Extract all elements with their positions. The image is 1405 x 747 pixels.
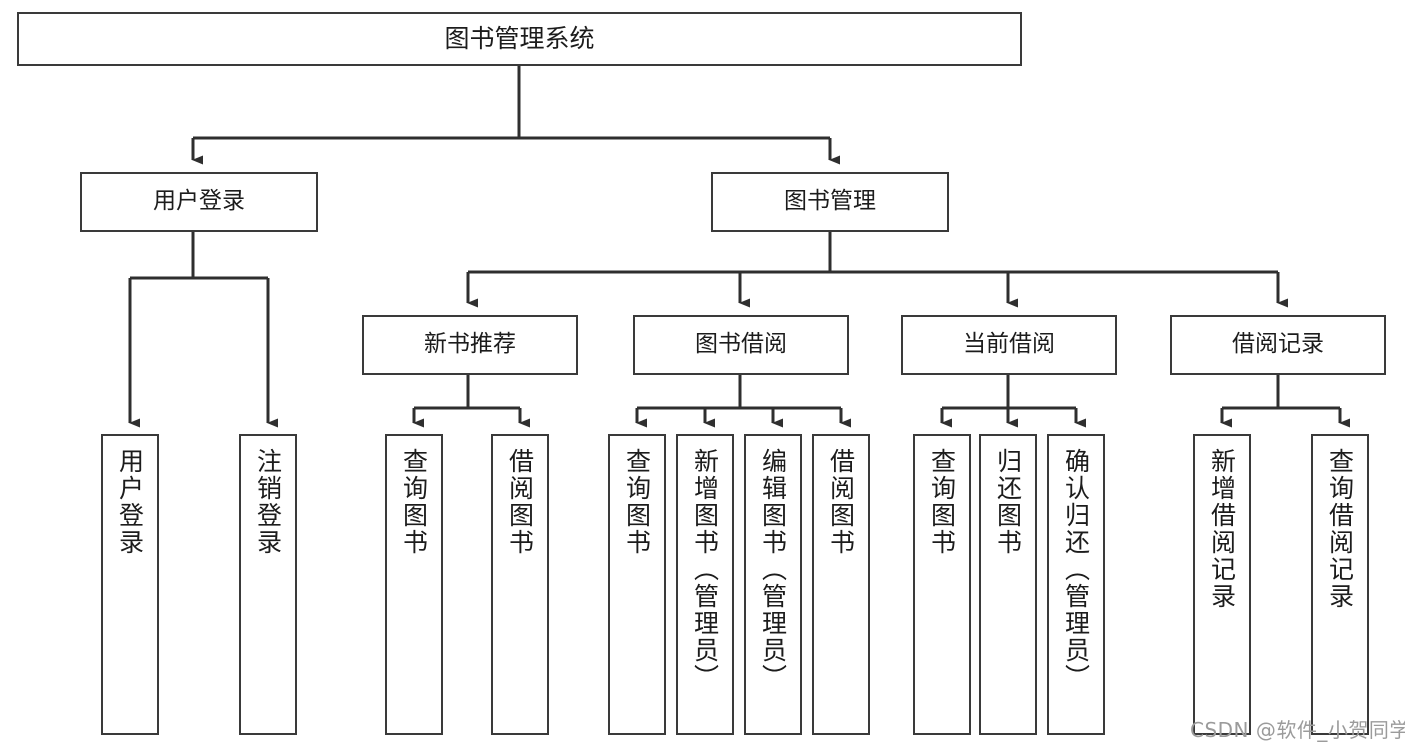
- csdn-watermark: CSDN @软件_小贺同学: [1190, 718, 1405, 742]
- node-borrow-record[interactable]: 借阅记录: [1170, 315, 1386, 375]
- node-current-borrow-label: 当前借阅: [963, 331, 1055, 358]
- node-book-manage[interactable]: 图书管理: [711, 172, 949, 232]
- node-user-login[interactable]: 用户登录: [80, 172, 318, 232]
- node-book-manage-label: 图书管理: [784, 188, 876, 215]
- node-new-book-recommend-label: 新书推荐: [424, 331, 516, 358]
- node-book-borrow[interactable]: 图书借阅: [633, 315, 849, 375]
- node-root[interactable]: 图书管理系统: [17, 12, 1022, 66]
- leaf-add-book[interactable]: 新增图书（管理员）: [676, 434, 734, 735]
- leaf-edit-book-label: 编辑图书（管理员）: [758, 448, 788, 691]
- leaf-user-login[interactable]: 用户登录: [101, 434, 159, 735]
- leaf-query-book-3[interactable]: 查询图书: [913, 434, 971, 735]
- leaf-edit-book[interactable]: 编辑图书（管理员）: [744, 434, 802, 735]
- node-new-book-recommend[interactable]: 新书推荐: [362, 315, 578, 375]
- leaf-user-login-label: 用户登录: [115, 448, 145, 556]
- node-root-label: 图书管理系统: [444, 24, 595, 54]
- leaf-query-book-3-label: 查询图书: [927, 448, 957, 556]
- leaf-query-book-1[interactable]: 查询图书: [385, 434, 443, 735]
- leaf-add-book-label: 新增图书（管理员）: [690, 448, 720, 691]
- leaf-query-book-2[interactable]: 查询图书: [608, 434, 666, 735]
- leaf-user-logout[interactable]: 注销登录: [239, 434, 297, 735]
- leaf-borrow-book-2-label: 借阅图书: [826, 448, 856, 556]
- leaf-query-book-2-label: 查询图书: [622, 448, 652, 556]
- leaf-confirm-return[interactable]: 确认归还（管理员）: [1047, 434, 1105, 735]
- leaf-query-record-label: 查询借阅记录: [1325, 448, 1355, 610]
- leaf-borrow-book-2[interactable]: 借阅图书: [812, 434, 870, 735]
- node-book-borrow-label: 图书借阅: [695, 331, 787, 358]
- leaf-user-logout-label: 注销登录: [253, 448, 283, 556]
- leaf-borrow-book-1-label: 借阅图书: [505, 448, 535, 556]
- leaf-add-record-label: 新增借阅记录: [1207, 448, 1237, 610]
- leaf-confirm-return-label: 确认归还（管理员）: [1061, 448, 1091, 691]
- leaf-return-book[interactable]: 归还图书: [979, 434, 1037, 735]
- node-borrow-record-label: 借阅记录: [1232, 331, 1324, 358]
- leaf-add-record[interactable]: 新增借阅记录: [1193, 434, 1251, 735]
- node-user-login-label: 用户登录: [153, 188, 245, 215]
- leaf-query-book-1-label: 查询图书: [399, 448, 429, 556]
- leaf-return-book-label: 归还图书: [993, 448, 1023, 556]
- leaf-query-record[interactable]: 查询借阅记录: [1311, 434, 1369, 735]
- leaf-borrow-book-1[interactable]: 借阅图书: [491, 434, 549, 735]
- node-current-borrow[interactable]: 当前借阅: [901, 315, 1117, 375]
